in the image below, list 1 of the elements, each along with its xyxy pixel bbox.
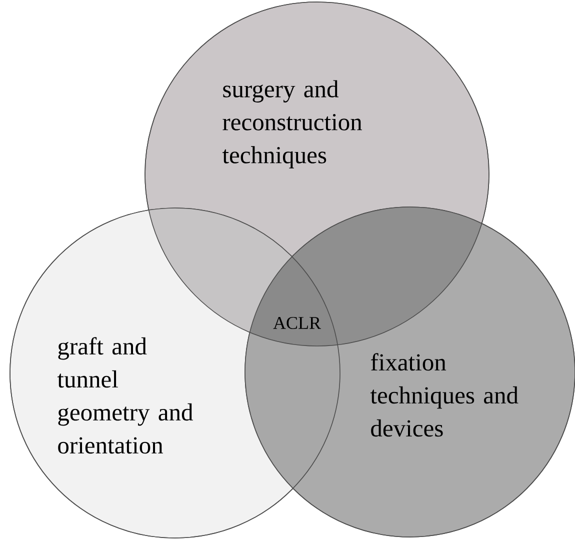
center-label: ACLR	[273, 316, 321, 330]
